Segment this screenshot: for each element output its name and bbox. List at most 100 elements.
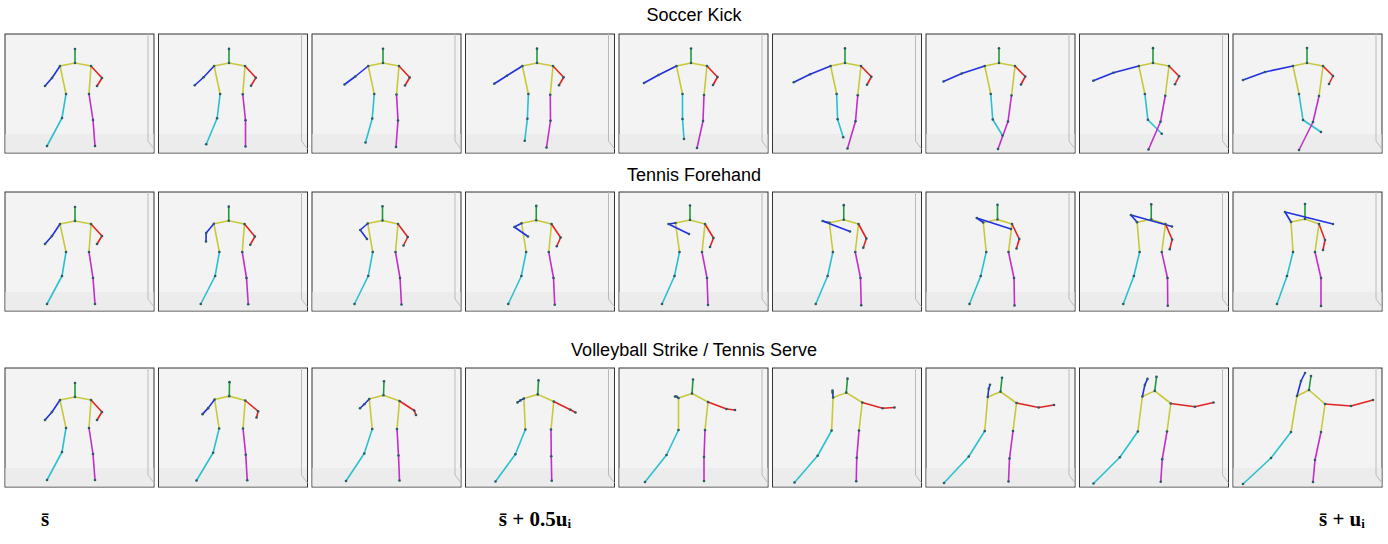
skeleton-bone [525, 119, 528, 141]
skeleton-bone [1123, 276, 1134, 304]
panel-floor [1080, 468, 1228, 487]
skeleton-joint [559, 236, 562, 239]
skeleton-joint [193, 84, 196, 87]
skeleton-bone [662, 276, 675, 304]
skeleton-bone [1320, 278, 1322, 306]
skeleton-joint [516, 401, 519, 404]
skeleton-joint [814, 303, 817, 306]
skeleton-joint [1168, 65, 1171, 68]
skeleton-joint [725, 408, 728, 411]
skeleton-joint [59, 399, 62, 402]
skeleton-joint [521, 65, 524, 68]
skeleton-bone [702, 252, 707, 278]
skeleton-bone [1120, 432, 1138, 458]
skeleton-joint [1290, 431, 1293, 434]
skeleton-bone [399, 66, 410, 78]
skeleton-joint [860, 65, 863, 68]
skeleton-joint [46, 479, 49, 482]
pose-panel [312, 34, 461, 153]
skeleton-joint [1159, 480, 1162, 483]
skeleton-joint [1328, 83, 1331, 86]
skeleton-bone [242, 252, 246, 278]
skeleton-bone [552, 224, 561, 238]
skeleton-bone [846, 393, 862, 403]
skeleton-bone [985, 66, 991, 94]
skeleton-bone [1265, 66, 1293, 72]
skeleton-joint [415, 414, 418, 417]
skeleton-bone [62, 428, 66, 452]
skeleton-joint [1015, 247, 1018, 250]
skeleton-joint [836, 118, 839, 121]
skeleton-joint [59, 223, 62, 226]
skeleton-bone [816, 276, 828, 304]
skeleton-bone [399, 456, 400, 481]
skeleton-bone [1195, 403, 1214, 407]
skeleton-bone [1167, 278, 1169, 306]
skeleton-joint [846, 377, 849, 380]
skeleton-bone [1013, 403, 1017, 431]
skeleton-joint [821, 220, 824, 223]
skeleton-joint [569, 408, 572, 411]
skeleton-joint [537, 379, 540, 382]
skeleton-bone [549, 224, 552, 252]
skeleton-joint [704, 429, 707, 432]
skeleton-bone [398, 224, 408, 237]
skeleton-joint [199, 303, 202, 306]
skeleton-bone [833, 393, 846, 398]
skeleton-bone [243, 94, 246, 120]
skeleton-bone [704, 66, 707, 95]
skeleton-joint [242, 427, 245, 430]
skeleton-bone [1148, 120, 1162, 134]
skeleton-bone [678, 398, 680, 430]
skeleton-bone [206, 118, 217, 144]
skeleton-bone [368, 66, 374, 94]
skeleton-bone [368, 224, 373, 253]
skeleton-joint [1320, 277, 1323, 280]
skeleton-joint [691, 392, 694, 395]
skeleton-joint [1314, 251, 1317, 254]
axis-label: s̄ + uᵢ [1319, 507, 1365, 531]
skeleton-bone [1325, 404, 1351, 406]
skeleton-bone [856, 95, 858, 121]
skeleton-joint [1242, 79, 1245, 82]
panel-corner [455, 34, 461, 149]
skeleton-bone [829, 220, 843, 223]
skeleton-bone [707, 278, 708, 305]
skeleton-bone [368, 221, 383, 224]
skeleton-joint [213, 398, 216, 401]
skeleton-bone [1155, 391, 1171, 404]
skeleton-joint [1194, 405, 1197, 408]
skeleton-joint [527, 93, 530, 96]
panel-corner [1223, 368, 1229, 483]
skeleton-bone [1299, 122, 1313, 150]
skeleton-bone [1271, 432, 1291, 458]
skeleton-joint [690, 47, 693, 50]
skeleton-joint [399, 277, 402, 280]
skeleton-bone [683, 119, 685, 139]
skeleton-bone [74, 49, 76, 63]
skeleton-joint [244, 65, 247, 68]
skeleton-bone [1001, 392, 1017, 403]
skeleton-joint [397, 223, 400, 226]
skeleton-bone [1150, 204, 1152, 219]
pose-panel [159, 34, 308, 153]
skeleton-joint [828, 221, 831, 224]
skeleton-joint [1318, 223, 1321, 226]
skeleton-bone [89, 224, 91, 252]
panel-floor [466, 468, 614, 487]
skeleton-bone [1012, 224, 1019, 239]
skeleton-bone [91, 66, 102, 78]
skeleton-bone [93, 454, 95, 480]
skeleton-joint [536, 47, 539, 50]
panel-corner [1223, 192, 1229, 307]
skeleton-joint [1284, 211, 1287, 214]
skeleton-joint [701, 251, 704, 254]
skeleton-bone [1306, 48, 1308, 63]
skeleton-joint [202, 76, 205, 79]
skeleton-joint [363, 403, 366, 406]
skeleton-bone [229, 396, 245, 400]
panel-corner [1223, 34, 1229, 149]
skeleton-joint [227, 205, 230, 208]
skeleton-joint [241, 93, 244, 96]
